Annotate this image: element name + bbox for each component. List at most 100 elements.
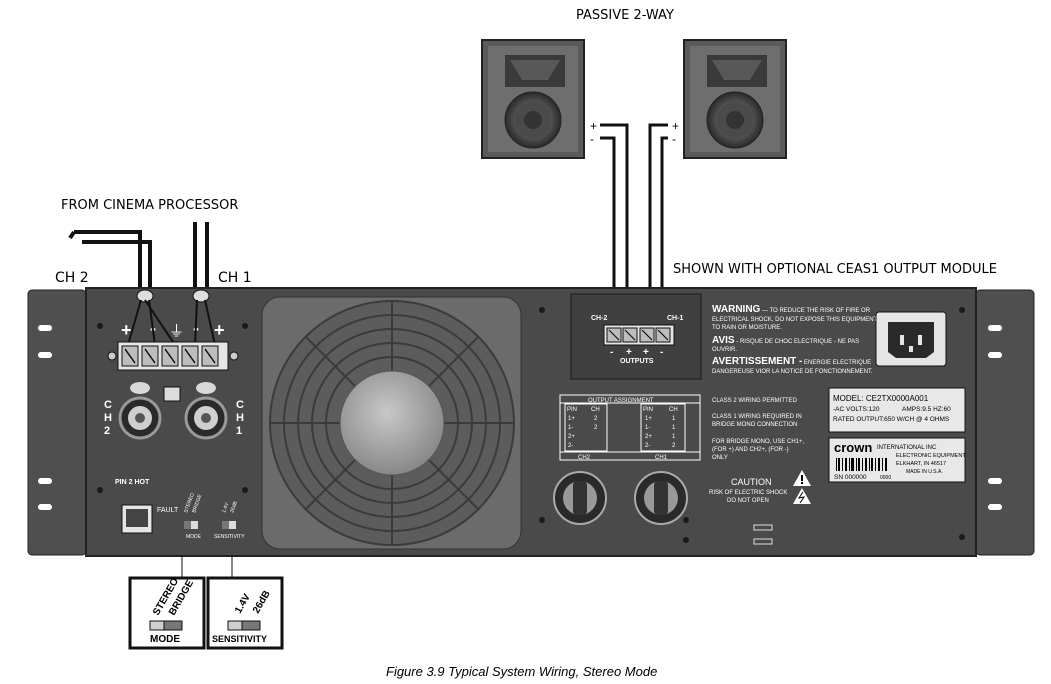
spk-right-plus: + <box>672 119 679 133</box>
speakon-ch1 <box>634 471 688 525</box>
input-wires <box>68 222 209 290</box>
assign-r-r3-pin: 2+ <box>645 434 652 440</box>
out-sign-1: - <box>610 347 613 358</box>
warning-text1: — TO REDUCE THE RISK OF FIRE OR <box>760 308 870 314</box>
assign-l-r4-pin: 2- <box>568 443 573 449</box>
bridge-text2: (FOR +) AND CH2+, (FOR -) <box>712 447 789 453</box>
company-4: MADE IN U.S.A. <box>906 469 943 475</box>
panel-26db: 26dB <box>229 500 239 514</box>
assign-l-r2-pin: 1- <box>568 425 573 431</box>
speaker-wires <box>600 123 668 340</box>
out-sign-4: - <box>660 347 663 358</box>
panel-sensitivity: SENSITIVITY <box>214 534 245 540</box>
avert-text1: ENERGIE ELECTRIQUE <box>802 360 871 366</box>
assign-l-r2-ch: 2 <box>594 425 598 431</box>
module-ch2: CH-2 <box>591 315 607 322</box>
assign-title: OUTPUT ASSIGNMENT <box>588 398 654 404</box>
serial-text: SN 000000 <box>834 474 867 481</box>
model-label-plate <box>828 387 966 433</box>
fan-grille <box>261 296 522 550</box>
assign-r-r2-pin: 1- <box>645 425 650 431</box>
out-sign-2: + <box>626 347 632 358</box>
avis-line1: AVIS - RISQUE DE CHOC ELECTRIQUE - NE PA… <box>712 335 859 346</box>
fault-port <box>121 504 153 534</box>
bridge-text1: FOR BRIDGE MONO, USE CH1+, <box>712 439 805 445</box>
warning-triangle-icon <box>793 470 811 486</box>
ch2-n: 2 <box>104 425 110 437</box>
rack-ear-right <box>975 289 1035 556</box>
ch1-top-label: CH 1 <box>218 270 252 286</box>
warning-text2: ELECTRICAL SHOCK, DO NOT EXPOSE THIS EQU… <box>712 317 878 323</box>
warning-text3: TO RAIN OR MOISTURE. <box>712 325 782 331</box>
input-terminal-block <box>107 341 239 371</box>
assign-foot-ch1: CH1 <box>655 455 668 461</box>
term-sign-3: ⏚ <box>169 323 184 340</box>
source-label: FROM CINEMA PROCESSOR <box>61 198 238 213</box>
output-assignment-table <box>559 394 701 461</box>
assign-ch-r: CH <box>669 407 678 413</box>
panel-mode-switch <box>184 521 198 529</box>
mode-callout <box>128 576 206 650</box>
assign-r-r4-pin: 2- <box>645 443 650 449</box>
figure-caption: Figure 3.9 Typical System Wiring, Stereo… <box>386 664 657 679</box>
panel-sensitivity-switch <box>222 521 236 529</box>
callout-sensitivity: SENSITIVITY <box>212 634 267 644</box>
warning-line1: WARNING — TO REDUCE THE RISK OF FIRE OR <box>712 304 871 315</box>
term-sign-5: + <box>214 320 225 340</box>
company-3: ELKHART, IN 46517 <box>896 461 946 467</box>
pin2-label: PIN 2 HOT <box>115 479 150 486</box>
fault-label: FAULT <box>157 507 179 514</box>
amp-rear-panel <box>85 287 977 557</box>
avis-text2: OUVRIR. <box>712 347 737 353</box>
rack-ear-left <box>27 289 87 556</box>
xlr-ch1 <box>184 382 228 440</box>
module-label: SHOWN WITH OPTIONAL CEAS1 OUTPUT MODULE <box>673 262 997 277</box>
class1-text1: CLASS 1 WIRING REQUIRED IN <box>712 414 802 420</box>
out-sign-3: + <box>643 347 649 358</box>
assign-r-r1-pin: 1+ <box>645 416 652 422</box>
avis-head: AVIS <box>712 335 735 346</box>
outputs-label: OUTPUTS <box>620 358 654 365</box>
ac-inlet <box>875 311 947 367</box>
panel-mode: MODE <box>186 534 202 540</box>
caution-head: CAUTION <box>731 477 772 487</box>
model-text: MODEL: CE2TX0000A001 <box>833 394 929 403</box>
spk-right-minus: - <box>672 132 676 146</box>
spk-left-minus: - <box>590 132 594 146</box>
ch2-top-label: CH 2 <box>55 270 89 286</box>
crown-logo: crown <box>834 440 872 455</box>
company-1: INTERNATIONAL INC <box>877 445 937 451</box>
ch1-c: C <box>236 399 244 411</box>
avert-head: AVERTISSEMENT - <box>712 356 802 367</box>
speakon-ch2 <box>553 471 607 525</box>
assign-r-r1-ch: 1 <box>672 416 676 422</box>
panel-14v: 1.4V <box>221 501 230 513</box>
amps-text: AMPS:9.5 HZ:60 <box>902 406 951 413</box>
ch1-n: 1 <box>236 425 242 437</box>
slot-2 <box>753 538 773 545</box>
module-ch1: CH-1 <box>667 315 683 322</box>
avert-line1: AVERTISSEMENT - ENERGIE ELECTRIQUE <box>712 356 871 367</box>
assign-r-r2-ch: 1 <box>672 425 676 431</box>
crown-badge-icon <box>163 386 181 402</box>
callout-mode: MODE <box>150 634 180 645</box>
caution-text1: RISK OF ELECTRIC SHOCK <box>709 490 787 496</box>
assign-r-r3-ch: 1 <box>672 434 676 440</box>
shock-triangle-icon <box>793 488 811 504</box>
assign-pin-l: PIN <box>567 407 577 413</box>
caution-text2: DO NOT OPEN <box>727 498 769 504</box>
speaker-left <box>481 39 585 159</box>
assign-foot-ch2: CH2 <box>578 455 591 461</box>
company-2: ELECTRONIC EQUIPMENT <box>896 453 966 459</box>
wire-lugs <box>136 289 210 303</box>
ch2-c: C <box>104 399 112 411</box>
spk-left-plus: + <box>590 119 597 133</box>
serial-label-plate <box>828 437 966 483</box>
assign-l-r3-pin: 2+ <box>568 434 575 440</box>
avert-text2: DANGEREUSE VIOR LA NOTICE DE FONCTIONNEM… <box>712 369 873 375</box>
speakers-label: PASSIVE 2-WAY <box>576 8 674 23</box>
class2-text: CLASS 2 WIRING PERMITTED <box>712 398 798 404</box>
speaker-right <box>683 39 787 159</box>
class1-text2: BRIDGE MONO CONNECTION <box>712 422 797 428</box>
